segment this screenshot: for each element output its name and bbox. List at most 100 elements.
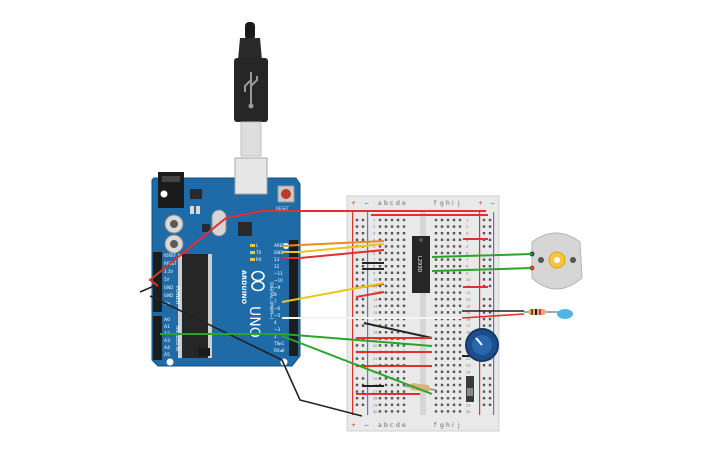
breadboard-hole[interactable]: [446, 364, 450, 367]
breadboard-hole[interactable]: [434, 324, 438, 327]
breadboard-hole[interactable]: [434, 304, 438, 307]
breadboard-hole[interactable]: [458, 225, 462, 228]
breadboard-hole[interactable]: [378, 251, 382, 255]
breadboard-hole[interactable]: [378, 238, 382, 241]
rail-hole[interactable]: [361, 278, 365, 281]
breadboard-hole[interactable]: [402, 403, 406, 406]
rail-hole[interactable]: [482, 265, 486, 268]
breadboard-hole[interactable]: [458, 278, 462, 281]
breadboard-hole[interactable]: [384, 383, 388, 387]
rail-hole[interactable]: [482, 311, 486, 314]
breadboard-hole[interactable]: [378, 245, 382, 248]
rail-hole[interactable]: [488, 397, 492, 400]
breadboard-hole[interactable]: [452, 238, 456, 241]
breadboard-hole[interactable]: [440, 291, 444, 294]
breadboard-hole[interactable]: [434, 403, 438, 406]
breadboard-hole[interactable]: [458, 350, 462, 354]
rail-hole[interactable]: [361, 403, 365, 406]
breadboard-hole[interactable]: [402, 377, 406, 380]
rail-hole[interactable]: [355, 304, 359, 307]
breadboard-hole[interactable]: [402, 278, 406, 281]
potentiometer[interactable]: [465, 328, 499, 362]
rail-hole[interactable]: [355, 383, 359, 387]
breadboard-hole[interactable]: [402, 291, 406, 294]
wire-orange-d13[interactable]: [281, 240, 385, 247]
breadboard-hole[interactable]: [402, 258, 406, 261]
breadboard-hole[interactable]: [452, 357, 456, 360]
rail-hole[interactable]: [361, 324, 365, 327]
breadboard-hole[interactable]: [458, 337, 462, 340]
breadboard-hole[interactable]: [458, 298, 462, 301]
wire-green-motor-b[interactable]: [431, 267, 533, 272]
breadboard-hole[interactable]: [434, 364, 438, 367]
breadboard-hole[interactable]: [434, 291, 438, 294]
breadboard-hole[interactable]: [434, 383, 438, 387]
breadboard-hole[interactable]: [378, 258, 382, 261]
breadboard-hole[interactable]: [440, 218, 444, 222]
breadboard-hole[interactable]: [384, 304, 388, 307]
breadboard-hole[interactable]: [446, 278, 450, 281]
breadboard-hole[interactable]: [452, 410, 456, 413]
breadboard-hole[interactable]: [434, 397, 438, 400]
breadboard-hole[interactable]: [434, 370, 438, 373]
breadboard-hole[interactable]: [458, 383, 462, 387]
wire-green-a1[interactable]: [160, 333, 433, 347]
breadboard-hole[interactable]: [390, 284, 394, 288]
rail-hole[interactable]: [488, 225, 492, 228]
breadboard-hole[interactable]: [384, 278, 388, 281]
breadboard-hole[interactable]: [458, 271, 462, 274]
breadboard-hole[interactable]: [390, 271, 394, 274]
breadboard-hole[interactable]: [452, 370, 456, 373]
breadboard-hole[interactable]: [452, 232, 456, 235]
breadboard-hole[interactable]: [440, 364, 444, 367]
breadboard-hole[interactable]: [452, 350, 456, 354]
breadboard-hole[interactable]: [458, 291, 462, 294]
breadboard-hole[interactable]: [396, 344, 400, 347]
breadboard-hole[interactable]: [440, 304, 444, 307]
breadboard-hole[interactable]: [390, 304, 394, 307]
breadboard-hole[interactable]: [396, 331, 400, 334]
rail-hole[interactable]: [361, 218, 365, 222]
rail-hole[interactable]: [355, 377, 359, 380]
breadboard-hole[interactable]: [458, 403, 462, 406]
breadboard-hole[interactable]: [402, 251, 406, 255]
breadboard-hole[interactable]: [390, 251, 394, 255]
breadboard-hole[interactable]: [396, 304, 400, 307]
breadboard-hole[interactable]: [434, 278, 438, 281]
breadboard-hole[interactable]: [458, 331, 462, 334]
breadboard-hole[interactable]: [458, 344, 462, 347]
breadboard-hole[interactable]: [434, 311, 438, 314]
breadboard-hole[interactable]: [452, 390, 456, 393]
breadboard-hole[interactable]: [396, 324, 400, 327]
rail-hole[interactable]: [361, 265, 365, 268]
usb-cable[interactable]: [234, 22, 268, 157]
rail-hole[interactable]: [488, 265, 492, 268]
rail-hole[interactable]: [355, 225, 359, 228]
breadboard-hole[interactable]: [402, 265, 406, 268]
breadboard-hole[interactable]: [396, 397, 400, 400]
breadboard-hole[interactable]: [452, 377, 456, 380]
breadboard-hole[interactable]: [390, 324, 394, 327]
breadboard-hole[interactable]: [434, 284, 438, 288]
breadboard-hole[interactable]: [378, 357, 382, 360]
rail-hole[interactable]: [482, 278, 486, 281]
breadboard-hole[interactable]: [446, 383, 450, 387]
breadboard-hole[interactable]: [446, 225, 450, 228]
breadboard-hole[interactable]: [440, 390, 444, 393]
breadboard-hole[interactable]: [458, 410, 462, 413]
breadboard-hole[interactable]: [390, 403, 394, 406]
rail-hole[interactable]: [482, 317, 486, 321]
breadboard-hole[interactable]: [434, 331, 438, 334]
rail-hole[interactable]: [361, 271, 365, 274]
breadboard-hole[interactable]: [434, 357, 438, 360]
breadboard-hole[interactable]: [378, 311, 382, 314]
breadboard-hole[interactable]: [440, 251, 444, 255]
breadboard-hole[interactable]: [434, 377, 438, 380]
breadboard-hole[interactable]: [440, 370, 444, 373]
breadboard-hole[interactable]: [440, 377, 444, 380]
breadboard-hole[interactable]: [384, 298, 388, 301]
breadboard-hole[interactable]: [440, 238, 444, 241]
breadboard-hole[interactable]: [384, 258, 388, 261]
breadboard-hole[interactable]: [434, 251, 438, 255]
